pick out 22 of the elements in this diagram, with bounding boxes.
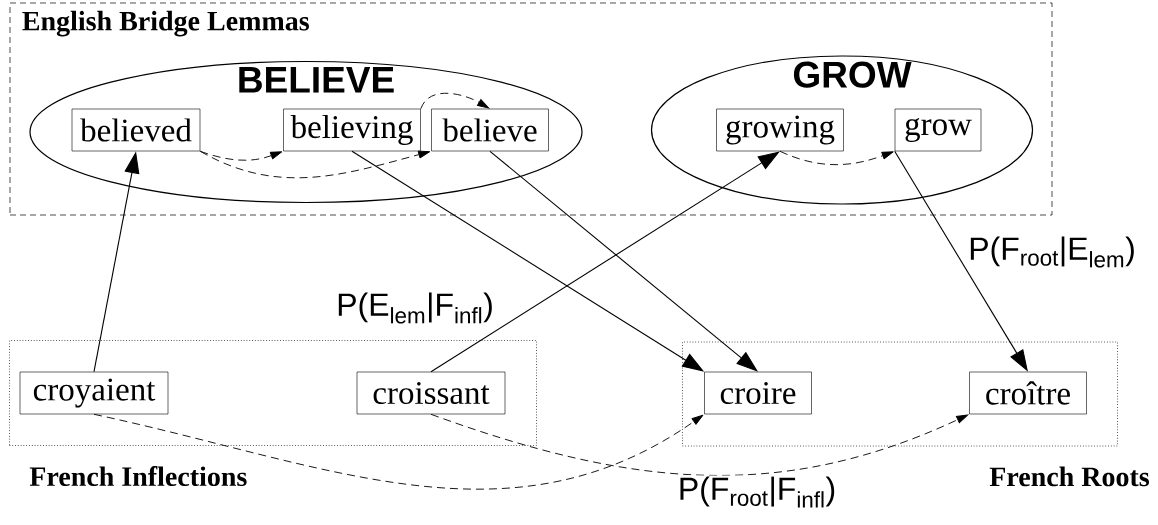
edge-label: P(F$_{root}$|F$_{infl}$) [676,475,838,509]
word-box: croire [704,371,812,415]
node-label: French Roots [989,466,1149,487]
word-box: believe [431,108,549,152]
node-label: French Inflections [29,466,247,487]
arrow [420,92,490,110]
word-box: croître [969,371,1087,415]
word-box: growing [716,108,844,152]
word-box: croyaient [19,371,169,415]
word-box: croissant [356,371,506,415]
word-box: believed [71,108,201,152]
word-box: grow [894,108,982,152]
arrow [199,150,431,179]
arrow [93,413,704,490]
arrow [779,150,894,166]
arrow [430,413,969,476]
edge-label: P(F$_{root}$|E$_{lem}$) [967,235,1137,269]
word-box: believing [283,108,421,152]
arrow [489,150,758,372]
arrow [199,150,283,161]
arrow [430,151,780,373]
edge-label: P(E$_{lem}$|F$_{infl}$) [335,291,495,325]
